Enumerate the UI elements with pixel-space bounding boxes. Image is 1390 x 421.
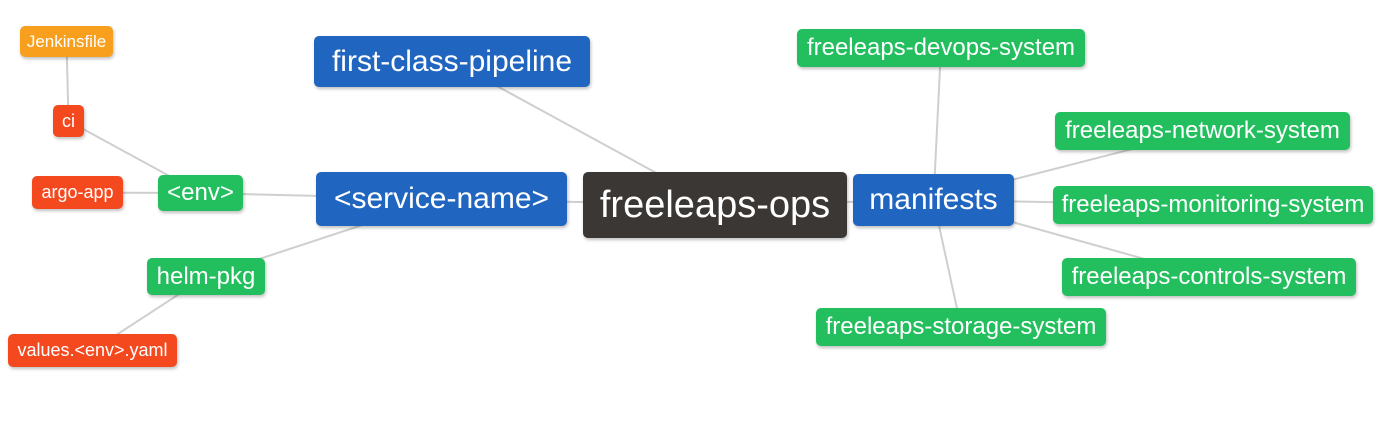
mindmap-node-values-env-yaml[interactable]: values.<env>.yaml [8, 334, 177, 367]
mindmap-node-freeleaps-network-system[interactable]: freeleaps-network-system [1055, 112, 1350, 150]
mindmap-node-freeleaps-storage-system[interactable]: freeleaps-storage-system [816, 308, 1106, 346]
mindmap-node-freeleaps-controls-system[interactable]: freeleaps-controls-system [1062, 258, 1356, 296]
mindmap-node-argo-app[interactable]: argo-app [32, 176, 123, 209]
mindmap-node-helm-pkg[interactable]: helm-pkg [147, 258, 265, 295]
mindmap-node-freeleaps-devops-system[interactable]: freeleaps-devops-system [797, 29, 1085, 67]
mindmap-node-freeleaps-monitoring-system[interactable]: freeleaps-monitoring-system [1053, 186, 1373, 224]
mindmap-node-service-name[interactable]: <service-name> [316, 172, 567, 226]
mindmap-node-first-class-pipeline[interactable]: first-class-pipeline [314, 36, 590, 87]
mindmap-node-ci[interactable]: ci [53, 105, 84, 137]
mindmap-node-freeleaps-ops[interactable]: freeleaps-ops [583, 172, 847, 238]
mindmap-node-jenkinsfile[interactable]: Jenkinsfile [20, 26, 113, 57]
mindmap-node-env[interactable]: <env> [158, 175, 243, 211]
mindmap-node-manifests[interactable]: manifests [853, 174, 1014, 226]
